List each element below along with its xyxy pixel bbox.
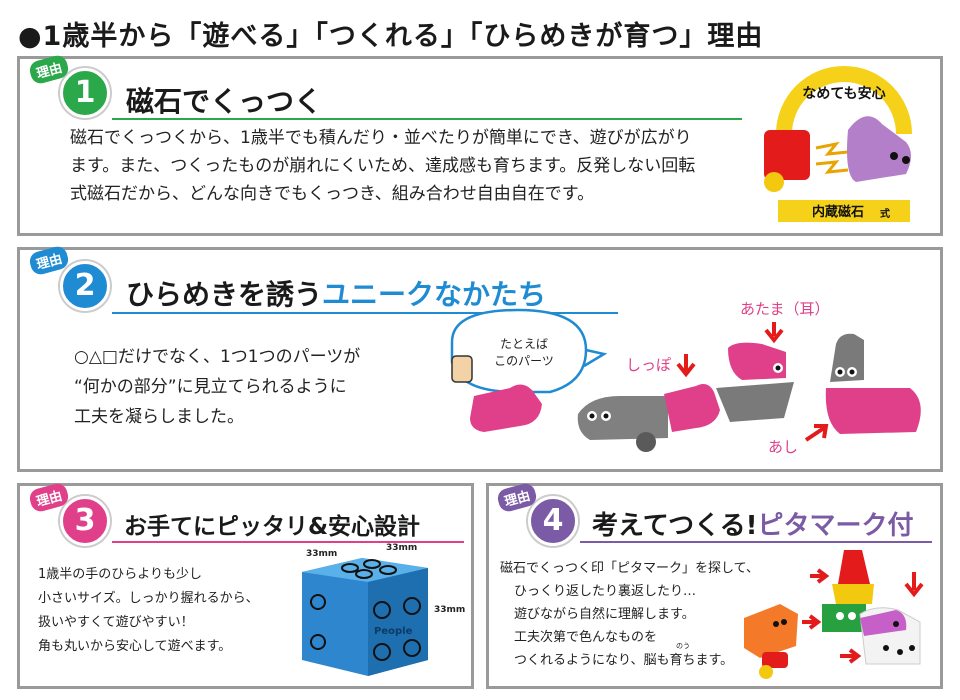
reason-1-line-3: 式磁石だから、どんな向きでもくっつき、組み合わせ自由自在です。: [70, 184, 595, 204]
reason-3-title: お手てにピッタリ&安心設計: [124, 507, 420, 541]
reason-2-line-2: “何かの部分”に見立てられるように: [74, 377, 347, 397]
reason-2-line-1: ○△□だけでなく、1つ1つのパーツが: [74, 347, 361, 367]
reason-3-title-text: お手てにピッタリ&安心設計: [124, 514, 421, 540]
label-head: あたま（耳）: [740, 300, 830, 318]
reason-2-line-3: 工夫を凝らしました。: [74, 407, 244, 427]
yellow-wheel: [764, 172, 784, 192]
reason-4-title-highlight: ピタマーク付: [757, 511, 914, 541]
reason-4-number: 4: [528, 496, 578, 546]
reason-4-title: 考えてつくる!ピタマーク付: [592, 505, 914, 542]
orange-piece: [744, 604, 798, 658]
reason-2-badge: 2 理由: [27, 244, 110, 311]
pointing-hand-icon: [451, 355, 473, 383]
reason-2-title: ひらめきを誘うユニークなかたち: [126, 273, 546, 313]
reason-1-badge: 1 理由: [27, 53, 110, 118]
pink-head: [728, 342, 786, 380]
green-block: [822, 604, 866, 632]
page-heading: ●1歳半から「遊べる」「つくれる」「ひらめきが育つ」理由: [18, 21, 764, 52]
gray-creature-3: [830, 333, 864, 382]
gray-creature-2: [716, 382, 794, 422]
reason-1-line-2: ます。また、つくったものが崩れにくいため、達成感も育ちます。反発しない回転: [70, 156, 696, 176]
arrow-down-icon: [676, 354, 696, 378]
red-cone: [838, 550, 870, 584]
reason-4-line-3: 遊びながら自然に理解します。: [514, 607, 695, 622]
reason-1-body: 磁石でくっつくから、1歳半でも積んだり・並べたりが簡単にでき、遊びが広がり ます…: [70, 124, 750, 208]
reason-4-line-5: つくれるようになり、脳も育ちます。: [514, 653, 734, 668]
badge-bottom-bg: [778, 200, 910, 222]
dim-top: 33mm: [386, 543, 417, 553]
reason-3-underline: [112, 541, 464, 543]
reason-4-line-2: ひっくり返したり裏返したり…: [514, 584, 697, 599]
dim-left: 33mm: [306, 549, 337, 559]
reason-4-ruby: のう: [676, 642, 690, 650]
red-block: [764, 130, 810, 180]
label-leg: あし: [768, 438, 798, 456]
reason-2-body: ○△□だけでなく、1つ1つのパーツが “何かの部分”に見立てられるように 工夫を…: [74, 342, 434, 432]
badge-bottom-text: 内蔵磁石: [812, 204, 864, 220]
badge-top-text: なめても安心: [802, 85, 885, 102]
reason-1-title: 磁石でくっつく: [126, 80, 322, 120]
reason-1-line-1: 磁石でくっつくから、1歳半でも積んだり・並べたりが簡単にでき、遊びが広がり: [70, 128, 692, 148]
magnet-illustration: なめても安心 内蔵磁石 式: [764, 66, 912, 222]
reason-4-line-1: 磁石でくっつく印「ピタマーク」を探して、: [500, 561, 759, 576]
reason-4-title-text: 考えてつくる!: [592, 511, 758, 541]
reason-1-title-text: 磁石でくっつく: [126, 85, 323, 118]
pink-body: [825, 388, 921, 434]
bubble-line-1: たとえば: [500, 337, 548, 351]
pink-part: [470, 384, 542, 432]
dim-right: 33mm: [434, 605, 465, 615]
reason-2-number: 2: [60, 261, 110, 311]
badge-bottom-suffix: 式: [880, 207, 890, 220]
label-tail: しっぽ: [626, 356, 671, 374]
bubble-line-2: このパーツ: [494, 354, 554, 368]
reason-3-body: 1歳半の手のひらよりも少し 小さいサイズ。しっかり握れるから、 扱いやすくて遊び…: [38, 563, 298, 659]
reason-4-underline: [580, 541, 932, 543]
arrow-right-icon: [810, 568, 830, 584]
badge-arc: [776, 66, 912, 134]
reason-4-body: 磁石でくっつく印「ピタマーク」を探して、 ひっくり返したり裏返したり… 遊びなが…: [500, 557, 760, 672]
reason-2-title-text: ひらめきを誘う: [126, 278, 323, 311]
cube-illustration: 33mm 33mm 33mm People: [302, 543, 465, 676]
reason-3-number: 3: [60, 496, 110, 546]
purple-block: [847, 116, 911, 182]
reason-2-title-highlight: ユニークなかたち: [322, 278, 547, 311]
brand-text: People: [374, 626, 413, 637]
reason-3-line-3: 扱いやすくて遊びやすい！: [38, 615, 194, 630]
reason-3-badge: 3 理由: [27, 481, 110, 546]
reason-3-line-1: 1歳半の手のひらよりも少し: [38, 567, 203, 582]
speech-bubble: [450, 308, 608, 394]
reason-1-underline: [112, 118, 742, 120]
reason-2-underline: [112, 312, 618, 314]
reason-4-line-4: 工夫次第で色んなものを: [514, 630, 658, 645]
shapes-illustration: たとえば このパーツ しっぽ あたま（耳） あし: [450, 300, 921, 456]
reason-3-line-4: 角も丸いから安心して遊べます。: [38, 639, 232, 654]
reason-1-number: 1: [60, 68, 110, 118]
reason-3-line-2: 小さいサイズ。しっかり握れるから、: [38, 591, 259, 606]
gray-creature-1: [577, 396, 668, 440]
pieces-illustration: [744, 550, 924, 679]
reason-4-badge: 4 理由: [495, 481, 578, 546]
